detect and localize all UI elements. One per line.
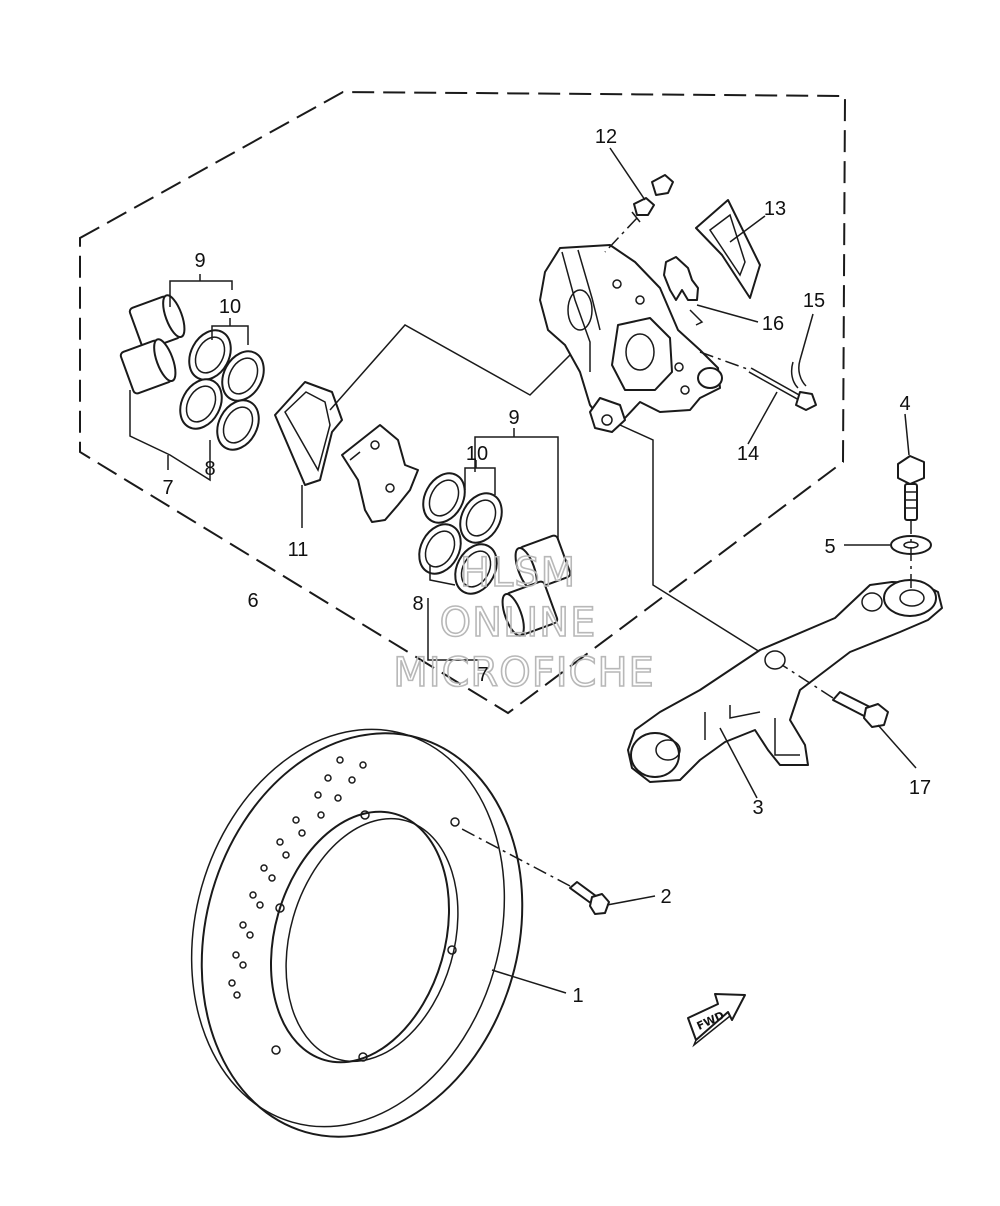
callout-5: 5 [824,536,835,558]
leader-lines-left-group [129,274,249,482]
callout-6: 6 [247,590,258,612]
fwd-arrow-icon: FWD [687,993,746,1048]
callout-2: 2 [660,886,671,908]
callout-4: 4 [899,393,910,415]
callout-11: 11 [288,539,309,561]
leader-12 [609,147,646,201]
disc-mount-holes [271,810,460,1062]
watermark-line-1: HLSM [460,550,576,596]
brake-pad-back [274,381,343,486]
leader-lines-right-group [427,428,559,661]
callout-16: 16 [762,313,784,335]
callout-9-right: 9 [508,407,519,429]
pad-spring-16 [663,256,704,326]
caliper-body [539,244,723,433]
bolt-4 [897,455,925,521]
axis-14 [699,351,751,371]
callout-10-left: 10 [219,296,241,318]
callout-13: 13 [764,198,786,220]
leader-3 [719,727,758,799]
leader-17 [877,724,917,769]
leader-16 [696,304,759,323]
torque-bracket-3 [627,579,943,783]
bolt-17 [832,691,889,728]
pin-clip-15 [790,359,807,389]
caliper-assembly-boundary [79,90,847,715]
pistons-right [501,534,572,637]
callout-8-left: 8 [204,458,215,480]
callout-7-right: 7 [477,664,488,686]
leader-14 [747,391,778,445]
pad-pin-14 [748,367,817,411]
leader-11-to-caliper [329,324,581,411]
callout-14: 14 [737,443,759,465]
disc-bolt-2 [569,881,610,915]
leader-caliper-to-bracket [619,424,769,658]
watermark: HLSM ONLINE MICROFICHE [392,549,655,697]
bleed-screw-12 [631,174,674,223]
callout-17: 17 [909,777,931,799]
leader-2 [606,895,656,906]
brake-pad-front [341,424,419,523]
seals-right [418,472,503,595]
watermark-line-2: ONLINE [440,600,597,646]
callout-labels: 1 2 3 4 5 6 7 7 8 8 9 9 10 10 11 12 13 1… [162,126,931,1007]
callout-8-right: 8 [412,593,423,615]
pad-support-13 [695,199,761,299]
leader-1 [491,969,567,994]
callout-7-left: 7 [162,477,173,499]
brake-disc-1 [190,728,524,1138]
leader-15 [799,313,814,361]
leader-13 [729,215,766,243]
leader-4 [904,413,910,456]
watermark-line-3: MICROFICHE [393,650,655,696]
axis-12 [604,217,638,253]
callout-1: 1 [572,985,583,1007]
callout-10-right: 10 [466,443,488,465]
pistons-left [119,294,186,395]
seals-left [179,329,265,451]
callout-12: 12 [595,126,617,148]
axis-17 [781,664,834,699]
axis-2 [459,827,571,887]
callout-3: 3 [752,797,763,819]
disc-drill-holes [228,756,367,999]
callout-9-left: 9 [194,250,205,272]
callout-15: 15 [803,290,825,312]
